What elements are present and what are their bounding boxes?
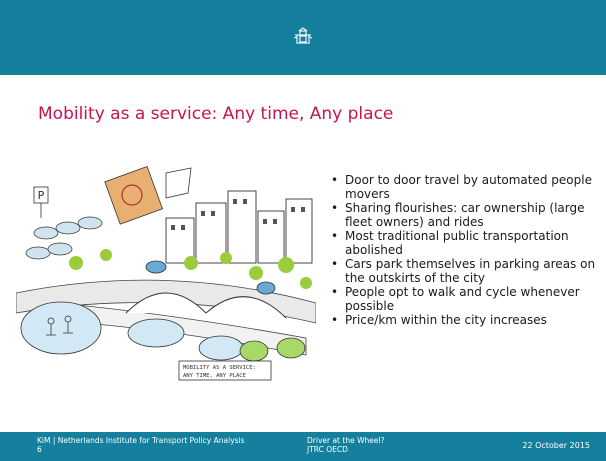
illustration-caption-line1: MOBILITY AS A SERVICE: <box>183 365 256 371</box>
footer-event-line2: JTRC OECD <box>307 445 348 454</box>
footer-org: KiM | Netherlands Institute for Transpor… <box>37 436 245 445</box>
bullet-item: Most traditional public transportation a… <box>331 229 596 257</box>
slide-footer-bar: KiM | Netherlands Institute for Transpor… <box>0 432 606 461</box>
bullet-item: Door to door travel by automated people … <box>331 173 596 201</box>
footer-event-line1: Driver at the Wheel? <box>307 436 385 445</box>
footer-org-block: KiM | Netherlands Institute for Transpor… <box>37 436 245 454</box>
footer-page-number: 6 <box>37 445 42 454</box>
mobility-illustration: P MOBILITY AS A SERVICE: ANY TIME, ANY P… <box>16 163 316 384</box>
bullet-list: Door to door travel by automated people … <box>331 173 596 329</box>
slide-title: Mobility as a service: Any time, Any pla… <box>38 104 394 124</box>
footer-date: 22 October 2015 <box>522 441 590 450</box>
footer-event-block: Driver at the Wheel? JTRC OECD <box>307 436 385 454</box>
illustration-caption-line2: ANY TIME, ANY PLACE <box>183 373 246 379</box>
bullet-item: Sharing flourishes: car ownership (large… <box>331 201 596 229</box>
government-crest-icon <box>293 27 313 44</box>
bullet-item: People opt to walk and cycle whenever po… <box>331 285 596 313</box>
bullet-item: Cars park themselves in parking areas on… <box>331 257 596 285</box>
slide-header-bar <box>0 0 606 75</box>
parking-sign-text: P <box>38 189 45 202</box>
bullet-item: Price/km within the city increases <box>331 313 596 328</box>
